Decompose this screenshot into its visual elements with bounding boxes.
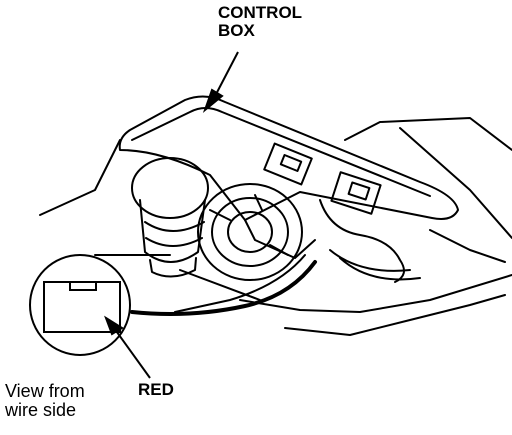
harness-to-front: [174, 254, 306, 313]
connector-2: [330, 171, 382, 215]
control-box-ridge: [244, 219, 316, 259]
magnifier-circle: [29, 254, 131, 356]
connector-2-tab: [347, 181, 371, 201]
left-cylinder-rings: [144, 221, 205, 247]
throttle-body-outer: [197, 183, 303, 281]
control-box-housing: [118, 95, 459, 221]
left-cylinder-top: [131, 157, 209, 219]
lower-body-line: [239, 274, 512, 313]
fender-outline: [39, 139, 121, 216]
throttle-body-core: [227, 211, 273, 253]
red-wire-label: RED: [138, 380, 174, 399]
left-cylinder-body: [139, 199, 206, 263]
connector-1: [263, 142, 313, 186]
control-box-leader: [202, 51, 239, 114]
throttle-body-inner: [211, 197, 289, 267]
throttle-detail: [209, 194, 289, 256]
control-box-label: CONTROL BOX: [218, 3, 303, 40]
red-leader: [104, 315, 151, 379]
connector-harness: [319, 199, 405, 283]
view-from-wire-side-label: View from wire side: [5, 381, 85, 420]
connector-detail-callout: [29, 254, 131, 356]
wire-bundle: [329, 249, 421, 281]
left-cylinder-base: [149, 257, 197, 278]
rear-panel: [344, 117, 512, 151]
red-wire-lead: [130, 260, 317, 316]
fender-curve: [429, 229, 506, 263]
connector-latch: [69, 282, 97, 291]
front-lip: [284, 294, 506, 336]
connector-1-tab: [279, 153, 303, 173]
fender-edge: [399, 127, 512, 239]
